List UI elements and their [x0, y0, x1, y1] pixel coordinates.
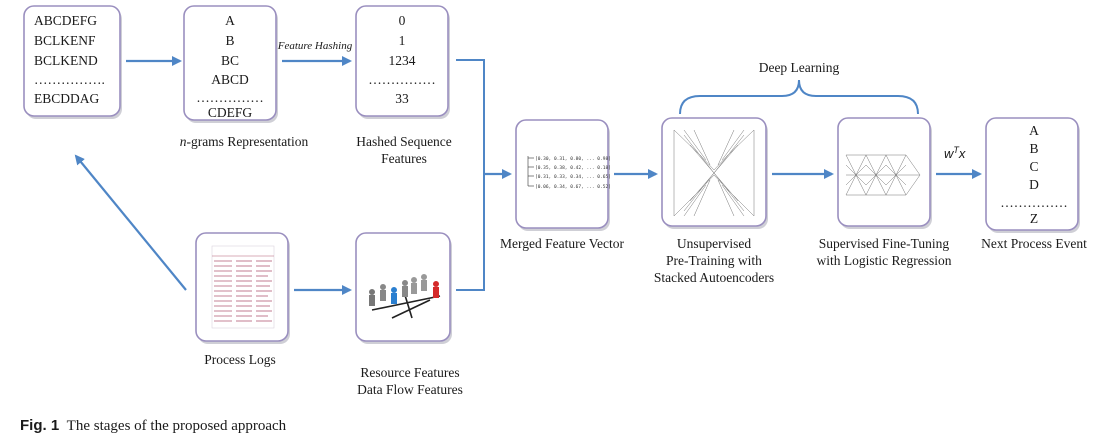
ngram-line-4: ABCD — [211, 72, 249, 87]
hashed-box: 0 1 1234 …………… 33 — [355, 5, 450, 119]
ngram-line-2: B — [225, 33, 234, 48]
next-event-line-1: A — [1029, 123, 1039, 138]
process-logs-table-icon — [211, 245, 275, 329]
ngram-ellipsis: …………… — [196, 90, 264, 105]
next-event-line-2: B — [1029, 141, 1038, 156]
ngram-line-3: BC — [221, 53, 239, 68]
merge-bracket — [456, 59, 485, 291]
supervised-caption-2: with Logistic Regression — [817, 253, 952, 268]
next-event-box: A B C D …………… Z — [985, 117, 1080, 233]
hashed-caption-2: Features — [381, 151, 427, 166]
hashed-line-2: 1 — [399, 33, 406, 48]
ngrams-caption: n-grams Representation — [180, 134, 309, 149]
hashed-line-3: 1234 — [389, 53, 416, 68]
fine-tuning-box — [837, 117, 932, 229]
process-logs-caption: Process Logs — [204, 352, 276, 367]
unsupervised-caption-1: Unsupervised — [677, 236, 751, 251]
ngram-line-1: A — [225, 13, 235, 28]
vector-row-4: [0.06, 0.34, 0.67, ... 0.52] — [535, 184, 611, 190]
resource-box — [355, 232, 452, 344]
next-event-line-last: Z — [1030, 211, 1038, 226]
wtx-label: wTx — [944, 145, 966, 161]
sequence-line-last: EBCDDAG — [34, 91, 100, 106]
hashed-line-last: 33 — [395, 91, 409, 106]
neural-network-icon — [845, 154, 921, 196]
next-event-caption: Next Process Event — [981, 236, 1087, 251]
deep-learning-label: Deep Learning — [759, 60, 840, 75]
pipeline-diagram: ABCDEFG BCLKENF BCLKEND ……………. EBCDDAG A… — [23, 5, 1087, 397]
hashed-ellipsis: …………… — [368, 72, 436, 87]
sequence-line-1: ABCDEFG — [34, 13, 97, 28]
ngram-line-last: CDEFG — [208, 105, 253, 120]
resource-caption-2: Data Flow Features — [357, 382, 463, 397]
resource-caption-1: Resource Features — [360, 365, 459, 380]
next-event-line-4: D — [1029, 177, 1039, 192]
next-event-ellipsis: …………… — [1000, 195, 1068, 210]
figure-label: Fig. 1 — [20, 417, 60, 434]
sequence-ellipsis: ……………. — [34, 72, 105, 87]
process-logs-box — [195, 232, 290, 344]
next-event-line-3: C — [1029, 159, 1038, 174]
ngrams-box: A B BC ABCD …………… CDEFG — [183, 5, 278, 123]
stacked-autoencoder-icon — [673, 129, 755, 217]
vector-row-1: [0.30, 0.31, 0.80, ... 0.98] — [535, 156, 611, 162]
deep-learning-brace — [679, 79, 919, 115]
sequences-box: ABCDEFG BCLKENF BCLKEND ……………. EBCDDAG — [23, 5, 122, 119]
hashed-caption-1: Hashed Sequence — [356, 134, 452, 149]
feature-hashing-label: Feature Hashing — [277, 40, 353, 52]
unsupervised-caption-3: Stacked Autoencoders — [654, 270, 774, 285]
unsupervised-caption-2: Pre-Training with — [666, 253, 762, 268]
supervised-caption-1: Supervised Fine-Tuning — [819, 236, 950, 251]
sequence-line-3: BCLKEND — [34, 53, 98, 68]
hashed-line-1: 0 — [399, 13, 406, 28]
arrow-logs-to-sequences — [74, 154, 187, 291]
merged-caption: Merged Feature Vector — [500, 236, 624, 251]
merged-vector-box: [0.30, 0.31, 0.80, ... 0.98] [0.35, 0.38… — [515, 119, 611, 231]
vector-row-3: [0.31, 0.33, 0.34, ... 0.65] — [535, 174, 611, 180]
autoencoder-box — [661, 117, 768, 229]
people-network-icon — [369, 274, 441, 319]
figure-caption-text: The stages of the proposed approach — [66, 418, 287, 434]
vector-row-2: [0.35, 0.38, 0.42, ... 0.18] — [535, 165, 611, 171]
figure-caption: Fig. 1 The stages of the proposed approa… — [20, 417, 286, 435]
sequence-line-2: BCLKENF — [34, 33, 96, 48]
